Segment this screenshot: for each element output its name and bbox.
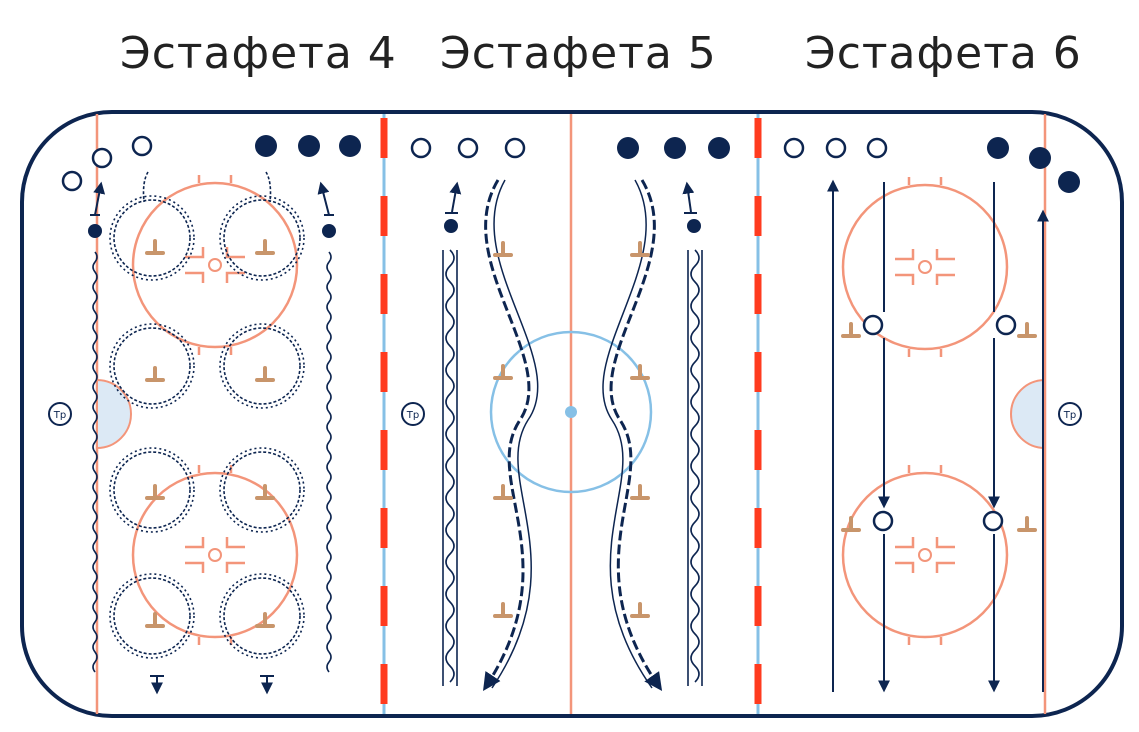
- goalie-middle: Тр: [401, 402, 425, 426]
- center-dot: [565, 406, 577, 418]
- player-open: [61, 170, 83, 192]
- drill-title-5: Эстафета 5: [440, 28, 717, 79]
- player-open: [131, 135, 153, 157]
- player-filled: [339, 135, 361, 157]
- drill-title-4: Эстафета 4: [120, 28, 397, 79]
- crease-left: [96, 378, 132, 450]
- center-circle: [489, 330, 653, 494]
- faceoff-circle-z3-top: [841, 177, 1009, 357]
- player-filled: [255, 135, 277, 157]
- drill-title-6: Эстафета 6: [805, 28, 1082, 79]
- faceoff-circle-z1-top: [131, 175, 299, 355]
- goalie-right: Тр: [1058, 402, 1082, 426]
- player-open: [91, 147, 113, 169]
- faceoff-circle-z3-bottom: [841, 465, 1009, 645]
- svg-text:Тр: Тр: [53, 410, 66, 421]
- svg-text:Тр: Тр: [406, 410, 419, 421]
- puck-player: [322, 224, 336, 238]
- goalie-left: Тр: [48, 402, 72, 426]
- crease-right: [1010, 378, 1046, 450]
- svg-text:Тр: Тр: [1063, 410, 1076, 421]
- player-filled: [298, 135, 320, 157]
- puck-player: [88, 224, 102, 238]
- wavy-loops-z1: [109, 171, 305, 659]
